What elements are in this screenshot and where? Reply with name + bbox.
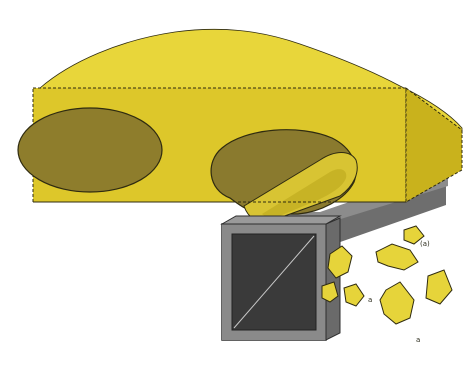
hollow-core-left	[18, 108, 162, 192]
label-middle: a	[368, 296, 372, 304]
label-lower: a	[416, 336, 420, 344]
steel-beam-side	[326, 218, 340, 340]
label-upper: (a)	[420, 240, 430, 248]
steel-beam-top	[222, 216, 340, 224]
